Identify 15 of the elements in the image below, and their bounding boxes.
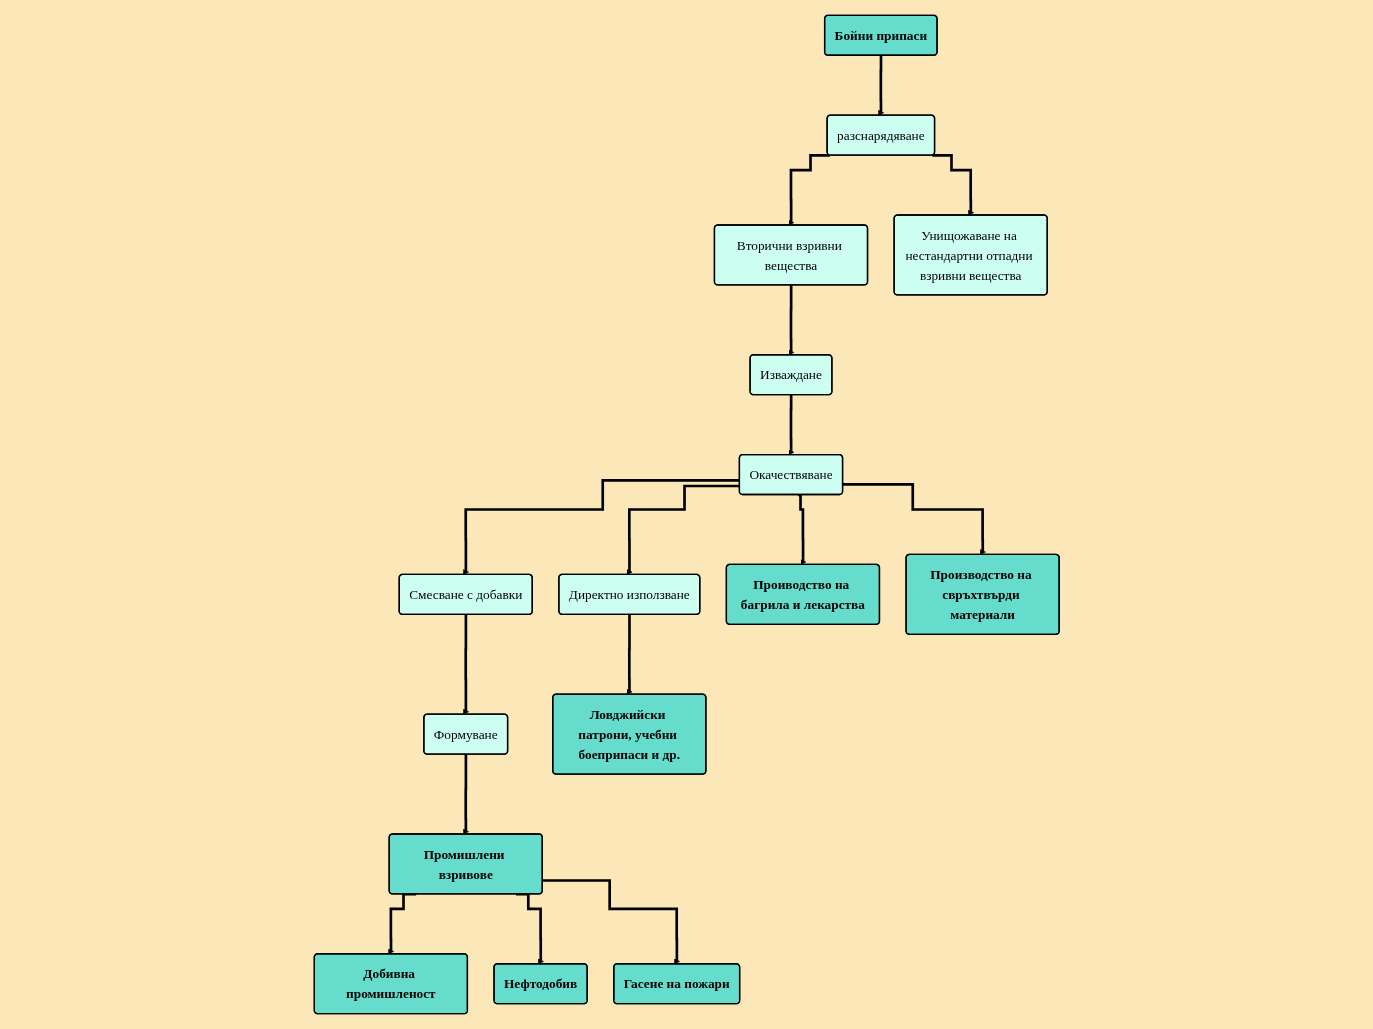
arrow [842, 482, 986, 556]
arrow [387, 892, 416, 955]
arrow [788, 283, 794, 356]
arrow [626, 484, 740, 575]
arrow [462, 613, 469, 715]
arrow [515, 892, 544, 965]
arrow [542, 879, 680, 965]
arrow [788, 393, 794, 456]
arrow [797, 493, 806, 565]
arrow [462, 753, 469, 835]
arrow [462, 479, 740, 575]
arrow [877, 54, 884, 116]
arrow [626, 613, 633, 695]
arrow [788, 154, 830, 226]
arrow [932, 154, 974, 216]
